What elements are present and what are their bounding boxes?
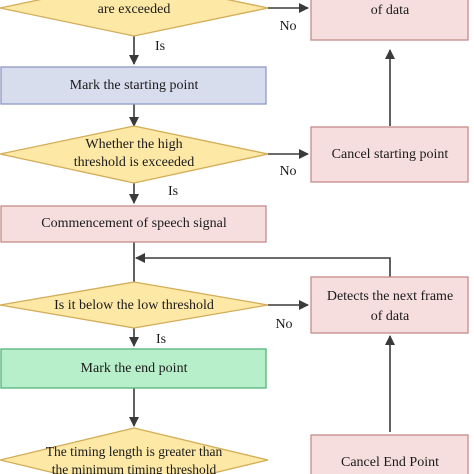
decision-timing-label-1: The timing length is greater than [46,444,223,459]
decision-timing-label-2: the minimum timing threshold [52,462,217,474]
commence-box: Commencement of speech signal [0,205,267,243]
mark-end-box: Mark the end point [0,348,267,389]
detect-next-label-2: of data [371,309,410,324]
decision-timing: The timing length is greater than the mi… [0,427,269,474]
next-frame-top-box: of data [310,0,469,41]
decision-high-label-1: Whether the high [85,137,182,152]
edge-label-is-3: Is [156,332,166,347]
cancel-end-box: Cancel End Point [310,434,469,474]
mark-start-box: Mark the starting point [0,66,267,105]
next-frame-top-label-1: of data [371,3,410,18]
edge-label-is-2: Is [168,184,178,199]
mark-end-label-1: Mark the end point [81,361,188,376]
commence-label-1: Commencement of speech signal [41,216,227,231]
mark-start-label-1: Mark the starting point [70,78,199,93]
decision-exceeded: are exceeded [0,0,269,37]
edge-label-is-1: Is [155,39,165,54]
decision-low-label-1: Is it below the low threshold [54,298,214,313]
decision-low: Is it below the low threshold [0,281,269,329]
edge-labels: No Is No Is No Is [155,19,297,347]
cancel-end-label-1: Cancel End Point [341,455,439,470]
edge-label-no-low: No [275,317,292,332]
cancel-start-box: Cancel starting point [310,126,469,183]
detect-next-box: Detects the next frame of data [310,276,469,334]
cancel-start-label-1: Cancel starting point [332,147,449,162]
edge-label-no-high: No [279,164,296,179]
decision-high-label-2: threshold is exceeded [74,155,195,170]
detect-next-label-1: Detects the next frame [327,289,453,304]
decision-exceeded-label-1: are exceeded [98,2,171,17]
edge-label-no-top: No [279,19,296,34]
decision-high: Whether the high threshold is exceeded [0,125,269,184]
